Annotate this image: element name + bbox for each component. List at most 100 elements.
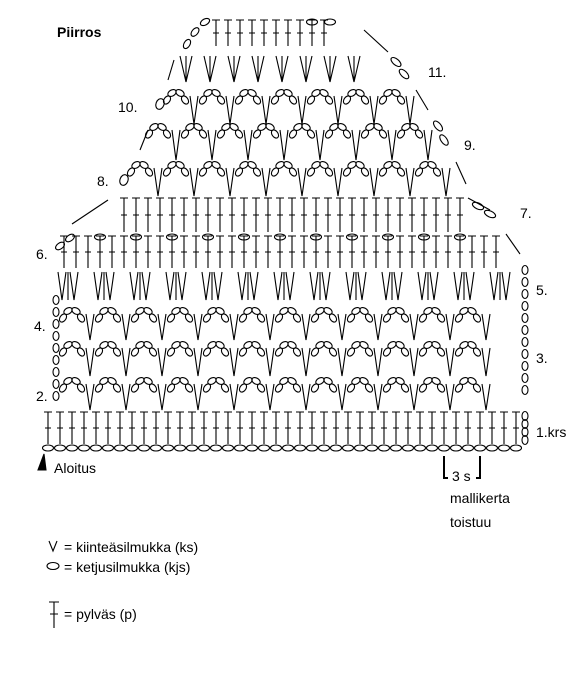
single-crochet <box>445 383 455 411</box>
arch-chain <box>472 347 482 357</box>
single-crochet <box>481 383 491 411</box>
foundation-chain <box>149 444 163 452</box>
turning-chain <box>521 434 529 446</box>
row8-double-crochet <box>204 197 212 232</box>
foundation-chain <box>41 444 55 452</box>
single-crochet <box>261 95 271 125</box>
row8-double-crochet <box>216 197 224 232</box>
foundation-chain <box>245 444 259 452</box>
row1-double-crochet <box>428 411 436 444</box>
top-chain <box>199 17 211 27</box>
arch-chain <box>215 341 225 349</box>
arch-chain <box>359 341 369 349</box>
row11-stitch <box>275 55 289 83</box>
arch-chain <box>288 95 298 105</box>
top-double-crochet <box>308 19 316 46</box>
single-crochet <box>177 271 187 301</box>
row8-double-crochet <box>264 197 272 232</box>
arch-chain <box>112 347 122 357</box>
arch-chain <box>292 347 302 357</box>
row8-double-crochet <box>408 197 416 232</box>
row8-double-crochet <box>288 197 296 232</box>
row6-double-crochet <box>204 235 212 268</box>
row6-chain <box>273 233 287 241</box>
foundation-chain <box>101 444 115 452</box>
row8-double-crochet <box>312 197 320 232</box>
arch-chain <box>324 95 334 105</box>
arch-chain <box>112 383 122 393</box>
edge-chain <box>521 384 529 396</box>
row1-double-crochet <box>44 411 52 444</box>
turning-line <box>505 233 521 255</box>
row6-double-crochet <box>108 235 116 268</box>
foundation-chain <box>269 444 283 452</box>
foundation-chain <box>365 444 379 452</box>
turning-line <box>363 29 389 53</box>
single-crochet <box>157 383 167 411</box>
foundation-chain <box>185 444 199 452</box>
single-crochet <box>265 383 275 411</box>
single-crochet <box>301 347 311 377</box>
arch-chain <box>427 161 437 169</box>
row1-double-crochet <box>368 411 376 444</box>
row6-double-crochet <box>252 235 260 268</box>
single-crochet <box>285 271 295 301</box>
foundation-chain <box>485 444 499 452</box>
top-chain <box>305 18 319 26</box>
single-crochet <box>157 347 167 377</box>
arch-chain <box>292 383 302 393</box>
foundation-chain <box>65 444 79 452</box>
row1-double-crochet <box>56 411 64 444</box>
arch-chain <box>107 377 117 385</box>
start-label: Aloitus <box>54 460 97 476</box>
row6-chain <box>309 233 323 241</box>
foundation-chain <box>209 444 223 452</box>
row-label-8: 8. <box>97 173 109 189</box>
arch-chain <box>400 347 410 357</box>
single-crochet <box>229 383 239 411</box>
row6-double-crochet <box>408 235 416 268</box>
foundation-chain <box>509 444 523 452</box>
arch-chain <box>364 383 374 393</box>
foundation-chain <box>53 444 67 452</box>
row6-chain <box>237 233 251 241</box>
arch-chain <box>414 129 424 139</box>
single-crochet <box>57 271 67 301</box>
arch-chain <box>76 347 86 357</box>
row1-double-crochet <box>332 411 340 444</box>
row11-stitch <box>251 55 265 83</box>
row-label-4: 4. <box>34 318 46 334</box>
single-crochet <box>85 383 95 411</box>
row11-stitch <box>227 55 241 83</box>
edge-chain <box>521 324 529 336</box>
single-crochet-v-icon <box>48 540 58 553</box>
foundation-chain <box>437 444 451 452</box>
row8-double-crochet <box>168 197 176 232</box>
arch-chain <box>143 307 153 315</box>
row6-double-crochet <box>288 235 296 268</box>
row6-double-crochet <box>132 235 140 268</box>
single-crochet <box>225 95 235 125</box>
foundation-chain <box>461 444 475 452</box>
single-crochet <box>409 383 419 411</box>
double-crochet-t-icon <box>49 601 59 628</box>
arch-chain <box>319 89 329 97</box>
single-crochet <box>481 313 491 341</box>
single-crochet <box>373 313 383 341</box>
edge-chain <box>432 120 444 132</box>
arch-chain <box>431 377 441 385</box>
single-crochet <box>243 129 253 161</box>
row11-stitch <box>323 55 337 83</box>
row1-double-crochet <box>236 411 244 444</box>
arch-chain <box>472 383 482 393</box>
arch-chain <box>342 129 352 139</box>
row1-double-crochet <box>248 411 256 444</box>
arch-chain <box>391 161 401 169</box>
row8-double-crochet <box>384 197 392 232</box>
row-label-7: 7. <box>520 205 532 221</box>
single-crochet <box>337 313 347 341</box>
arch-chain <box>251 377 261 385</box>
row11-stitch <box>179 55 193 83</box>
single-crochet <box>93 271 103 301</box>
arch-chain <box>179 341 189 349</box>
